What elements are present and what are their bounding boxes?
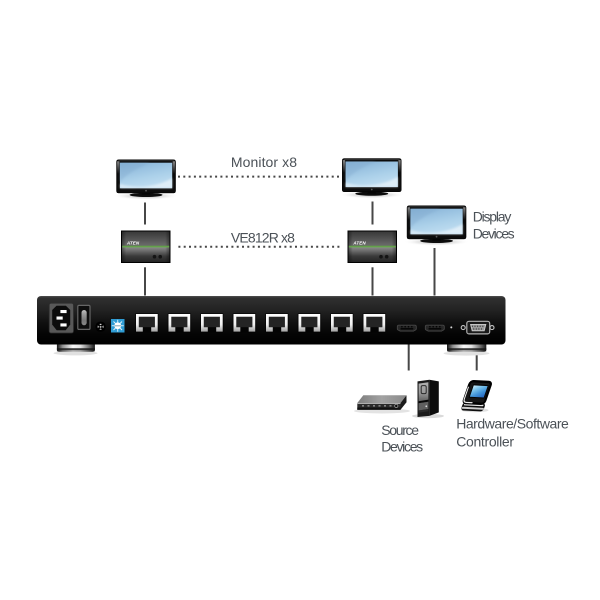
svg-text:Controller: Controller [456,433,514,449]
svg-text:VE812R x8: VE812R x8 [231,229,295,245]
svg-text:Monitor x8: Monitor x8 [231,154,297,170]
svg-text:Hardware/Software: Hardware/Software [456,415,569,431]
svg-text:Display: Display [473,208,512,224]
svg-text:Source: Source [381,422,419,438]
svg-text:Devices: Devices [473,225,515,241]
svg-text:Devices: Devices [381,439,423,455]
